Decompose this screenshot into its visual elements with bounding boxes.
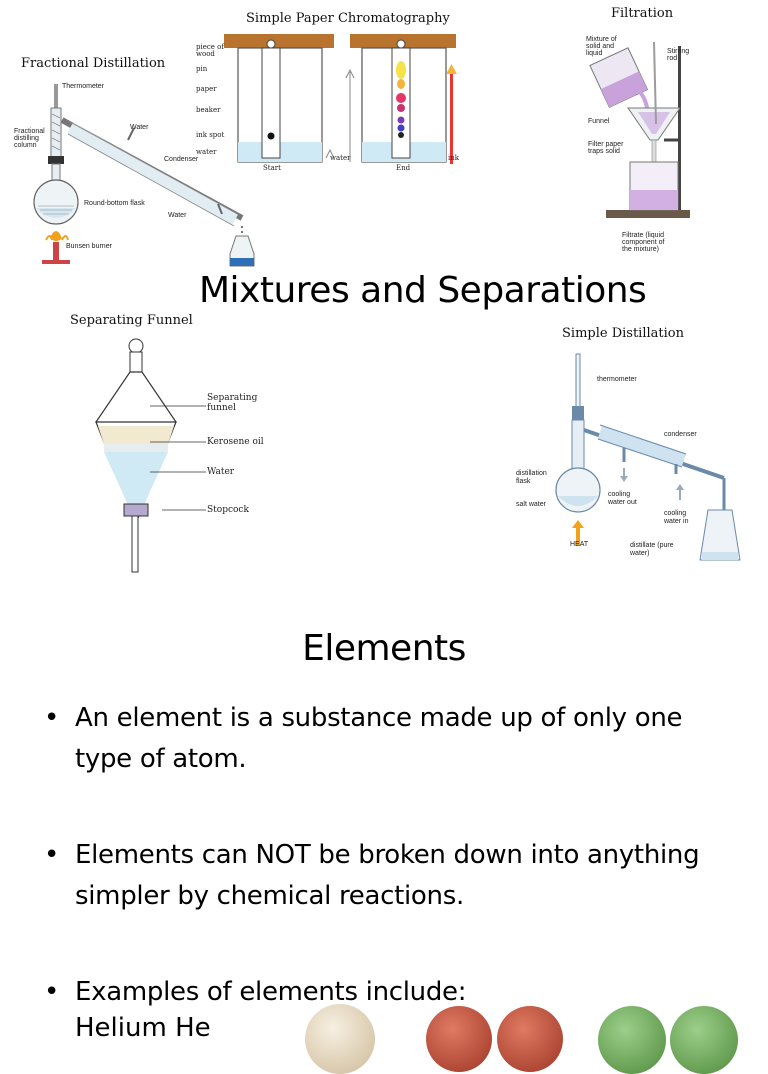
sphere-green-2 [670,1006,738,1074]
partial-line: Helium He [75,1013,211,1043]
sf-label-funnel: Separating funnel [207,393,258,413]
slide-mixtures: Fractional Distillation Thermometer Frac… [14,6,741,573]
sphere-green-1 [598,1006,666,1074]
bullet-text: Examples of elements include: [75,977,467,1007]
ch-label-wood: piece of wood [196,43,224,58]
ch-label-water: water [196,148,217,156]
ch-label-pin: pin [196,65,208,73]
sf-label-stopcock: Stopcock [207,505,249,515]
fd-label-water-top: Water [130,124,149,131]
fi-label-mixture: Mixture of solid and liquid [586,36,617,57]
sphere-red-2 [497,1006,563,1072]
fd-label-burner: Bunsen burner [66,243,112,250]
fractional-distillation-diagram [33,84,255,267]
chromatography-diagram [224,34,457,164]
fd-label-thermometer: Thermometer [62,83,105,90]
sphere-cream [305,1004,375,1074]
fi-label-funnel: Funnel [588,118,610,125]
slide2-title: Elements [302,628,466,669]
ch-label-ink-spot: ink spot [196,131,225,139]
bullet-dot: • [44,703,60,733]
bullet-text: An element is a substance made up of onl… [75,703,683,774]
bullet-item: • An element is a substance made up of on… [44,698,744,780]
filtration-diagram [589,41,690,218]
slide1-title: Mixtures and Separations [199,270,647,311]
sd-label-distillate: distillate (pure water) [630,542,674,557]
sd-label-cooling-in: cooling water in [664,510,689,525]
sd-label-condenser: condenser [664,431,697,438]
simple-distillation-diagram [555,353,741,561]
bullet-dot: • [44,840,60,870]
sd-label-thermometer: thermometer [597,376,637,383]
bullet-item: • Elements can NOT be broken down into an… [44,835,744,917]
fd-label-water-bottom: Water [168,212,187,219]
sd-label-heat: HEAT [570,541,589,548]
fi-label-stirring-rod: Stirring rod [667,48,690,62]
ch-label-water-arrow: water [330,154,351,162]
separating-funnel-leaders [150,405,206,511]
separating-funnel-title: Separating Funnel [70,313,193,328]
fi-label-filter-paper: Filter paper traps solid [588,141,624,155]
fi-label-filtrate: Filtrate (liquid component of the mixtur… [622,232,665,253]
bullet-list: • An element is a substance made up of on… [44,698,744,1068]
bullet-text: Elements can NOT be broken down into any… [75,840,700,911]
fractional-distillation-title: Fractional Distillation [21,56,166,71]
filtration-title: Filtration [611,6,674,21]
sd-label-flask: distillation flask [516,470,547,485]
fd-label-column: Fractional distilling column [14,128,45,149]
fd-label-flask: Round-bottom flask [84,200,145,207]
simple-distillation-title: Simple Distillation [562,326,684,341]
sphere-red-1 [426,1006,492,1072]
bullet-item: • Examples of elements include: [44,972,744,1013]
fd-label-condenser: Condenser [164,156,199,163]
slide-elements: Elements • An element is a substance made… [0,590,768,1074]
sf-label-kerosene: Kerosene oil [207,437,264,447]
ch-label-beaker: beaker [196,106,221,114]
separating-funnel-diagram [95,338,177,573]
ch-label-ink-arrow: ink [448,154,459,162]
sd-label-salt-water: salt water [516,501,546,508]
sf-label-water: Water [207,467,235,477]
sd-label-cooling-out: cooling water out [608,491,637,506]
bullet-dot: • [44,977,60,1007]
ch-label-start: Start [263,164,281,172]
chromatography-title: Simple Paper Chromatography [246,11,450,26]
ch-label-end: End [396,164,411,172]
ch-label-paper: paper [196,85,217,93]
